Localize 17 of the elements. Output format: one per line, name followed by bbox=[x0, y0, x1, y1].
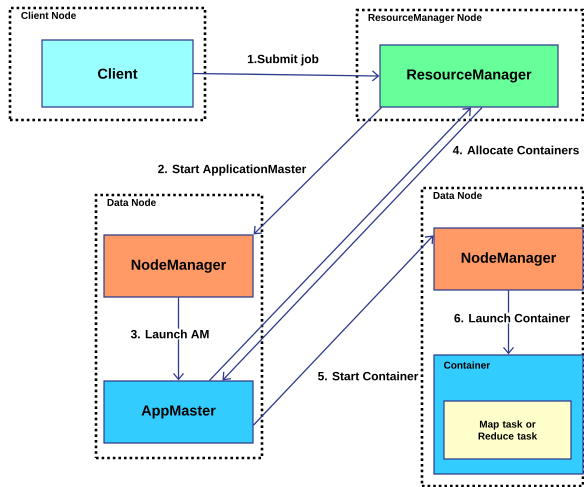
arrow bbox=[253, 235, 434, 426]
process-box: NodeManager bbox=[103, 234, 254, 298]
edge-label: 1.Submit job bbox=[248, 54, 318, 66]
edge-label: 2. Start ApplicationMaster bbox=[158, 164, 306, 176]
edge-label: 6. Launch Container bbox=[454, 314, 570, 322]
process-box: NodeManager bbox=[433, 227, 584, 291]
process-box: AppMaster bbox=[103, 380, 254, 444]
task-box: Map task or Reduce task bbox=[443, 400, 572, 460]
process-box: ResourceManager bbox=[379, 44, 559, 108]
arrow bbox=[503, 290, 514, 354]
process-box: Client bbox=[41, 39, 194, 108]
arrow bbox=[173, 298, 184, 380]
edge-label: 5. Start Container bbox=[318, 372, 418, 380]
arrow bbox=[254, 107, 382, 234]
arrow bbox=[194, 70, 380, 82]
edge-label: 4. Allocate Containers bbox=[452, 146, 579, 154]
edge-label: 3. Launch AM bbox=[130, 330, 209, 338]
